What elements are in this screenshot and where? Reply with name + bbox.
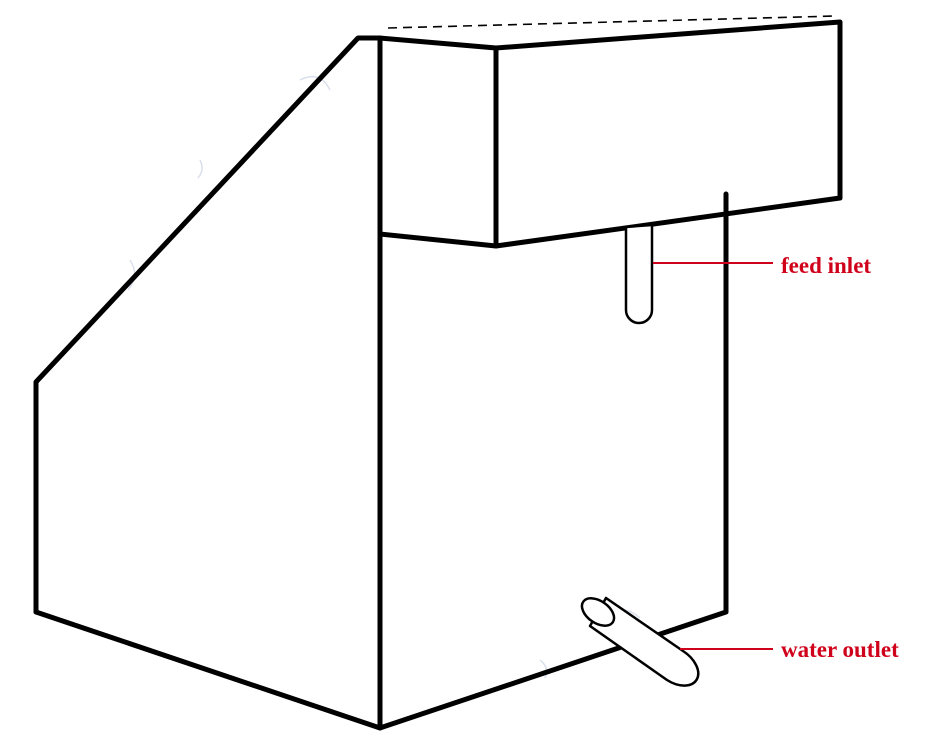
background-traces (127, 75, 641, 679)
hopper-front-face (493, 19, 843, 249)
water-outlet-label: water outlet (781, 637, 899, 662)
side-panel-outline (33, 35, 383, 731)
feed-inlet-label: feed inlet (781, 253, 872, 278)
hopper-bottom-edge (377, 231, 499, 249)
water-outlet-pipe (580, 596, 700, 687)
hopper-top-edge (377, 35, 499, 51)
feed-inlet-pipe (624, 223, 654, 325)
front-panel-outline (377, 35, 729, 731)
